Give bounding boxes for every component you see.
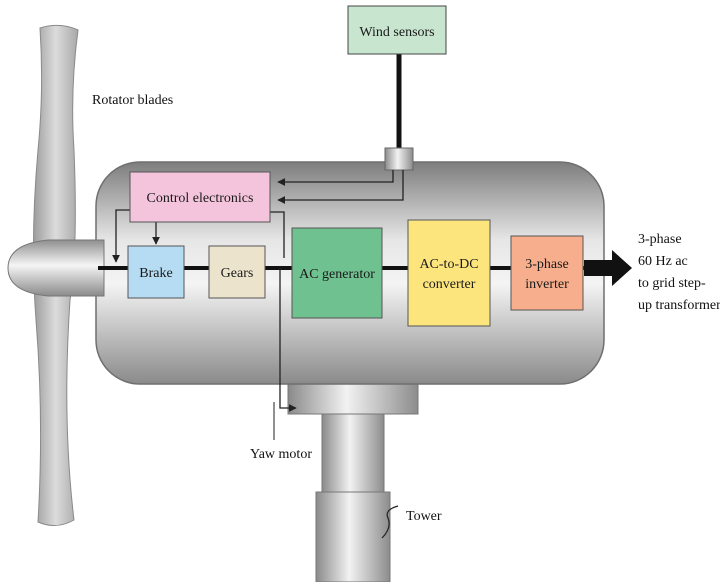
converter-label-line1: AC-to-DC bbox=[419, 257, 478, 272]
control-electronics-label: Control electronics bbox=[147, 191, 254, 206]
yaw-motor-label: Yaw motor bbox=[250, 447, 312, 462]
sensor-connector bbox=[384, 147, 414, 171]
output-label-line2: 60 Hz ac bbox=[638, 254, 688, 269]
output-arrow bbox=[584, 250, 632, 286]
inverter-box bbox=[510, 235, 584, 311]
ac-generator-label: AC generator bbox=[299, 267, 375, 282]
ac-generator-box bbox=[291, 227, 383, 319]
converter-label-line2: converter bbox=[423, 277, 476, 292]
wind-sensors-box bbox=[347, 5, 447, 55]
output-label-line4: up transformer bbox=[638, 298, 720, 313]
gears-label: Gears bbox=[221, 266, 254, 281]
inverter-label-line2: inverter bbox=[525, 277, 569, 292]
output-label-line3: to grid step- bbox=[638, 276, 706, 291]
converter-box bbox=[407, 219, 491, 327]
gears-box bbox=[208, 245, 266, 299]
wind-sensors-label: Wind sensors bbox=[359, 25, 434, 40]
rotor-hub bbox=[7, 239, 105, 297]
control-to-yaw-line bbox=[270, 211, 285, 258]
tower bbox=[287, 379, 419, 582]
sensor-signal-line-1 bbox=[277, 170, 394, 186]
output-label-line1: 3-phase bbox=[638, 232, 682, 247]
tower-label: Tower bbox=[406, 509, 442, 524]
brake-box bbox=[127, 245, 185, 299]
inverter-label-line1: 3-phase bbox=[525, 257, 569, 272]
tower-leader-line bbox=[381, 505, 399, 539]
control-electronics-box bbox=[129, 171, 271, 223]
brake-label: Brake bbox=[139, 266, 172, 281]
sensor-signal-line-2 bbox=[277, 170, 404, 204]
control-left-line bbox=[112, 209, 130, 263]
yaw-motor-line bbox=[279, 268, 297, 412]
rotator-blades-label: Rotator blades bbox=[92, 93, 173, 108]
